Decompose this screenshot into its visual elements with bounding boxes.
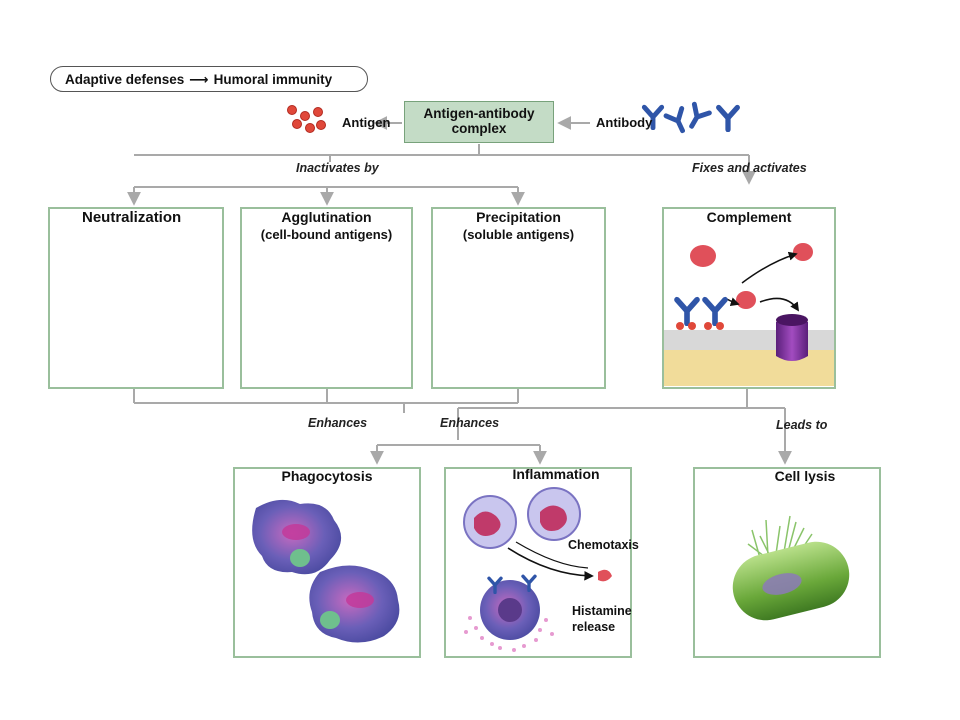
panel-complement (662, 207, 836, 389)
agglutination-title: Agglutination (281, 209, 372, 225)
breadcrumb-right: Humoral immunity (213, 72, 333, 87)
panel-cell-lysis (693, 467, 881, 658)
histamine-label-2: release (572, 620, 616, 634)
antigen-antibody-complex-box: Antigen-antibody complex (404, 101, 554, 143)
panel-agglutination (240, 207, 413, 389)
fixes-label: Fixes and activates (692, 161, 807, 175)
center-line-2: complex (451, 121, 507, 136)
breadcrumb-left: Adaptive defenses (65, 72, 185, 87)
antibody-label: Antibody (596, 115, 653, 130)
phagocyte-illustration (252, 499, 400, 643)
top-connectors (127, 116, 756, 206)
precipitation-subtitle: (soluble antigens) (462, 227, 575, 242)
cell-lysis-title: Cell lysis (774, 468, 836, 484)
chemotaxis-label: Chemotaxis (568, 538, 639, 552)
precipitation-title: Precipitation (476, 209, 561, 225)
panel-precipitation (431, 207, 606, 389)
antigen-label: Antigen (342, 115, 391, 130)
inactivates-label: Inactivates by (296, 161, 379, 175)
enhances-label-2: Enhances (440, 416, 500, 430)
complement-illustration (664, 243, 834, 386)
breadcrumb: Adaptive defenses ⟶ Humoral immunity (50, 66, 368, 92)
panel-inflammation (444, 467, 632, 658)
antigen-icon (287, 105, 326, 133)
complement-title: Complement (706, 209, 792, 225)
arrow-right-icon: ⟶ (189, 72, 209, 87)
center-line-1: Antigen-antibody (423, 106, 535, 121)
histamine-label-1: Histamine (572, 604, 632, 618)
agglutination-subtitle: (cell-bound antigens) (260, 227, 393, 242)
neutralization-title: Neutralization (82, 209, 182, 226)
bacterium-lysis-illustration (732, 515, 850, 621)
antibody-icon (644, 104, 737, 134)
leads-to-label: Leads to (776, 418, 828, 432)
phagocytosis-title: Phagocytosis (281, 468, 373, 484)
panel-neutralization (48, 207, 224, 389)
inflammation-illustration (463, 487, 612, 652)
bottom-connectors (133, 388, 792, 465)
panel-phagocytosis (233, 467, 421, 658)
inflammation-title: Inflammation (512, 466, 600, 482)
enhances-label-1: Enhances (308, 416, 368, 430)
